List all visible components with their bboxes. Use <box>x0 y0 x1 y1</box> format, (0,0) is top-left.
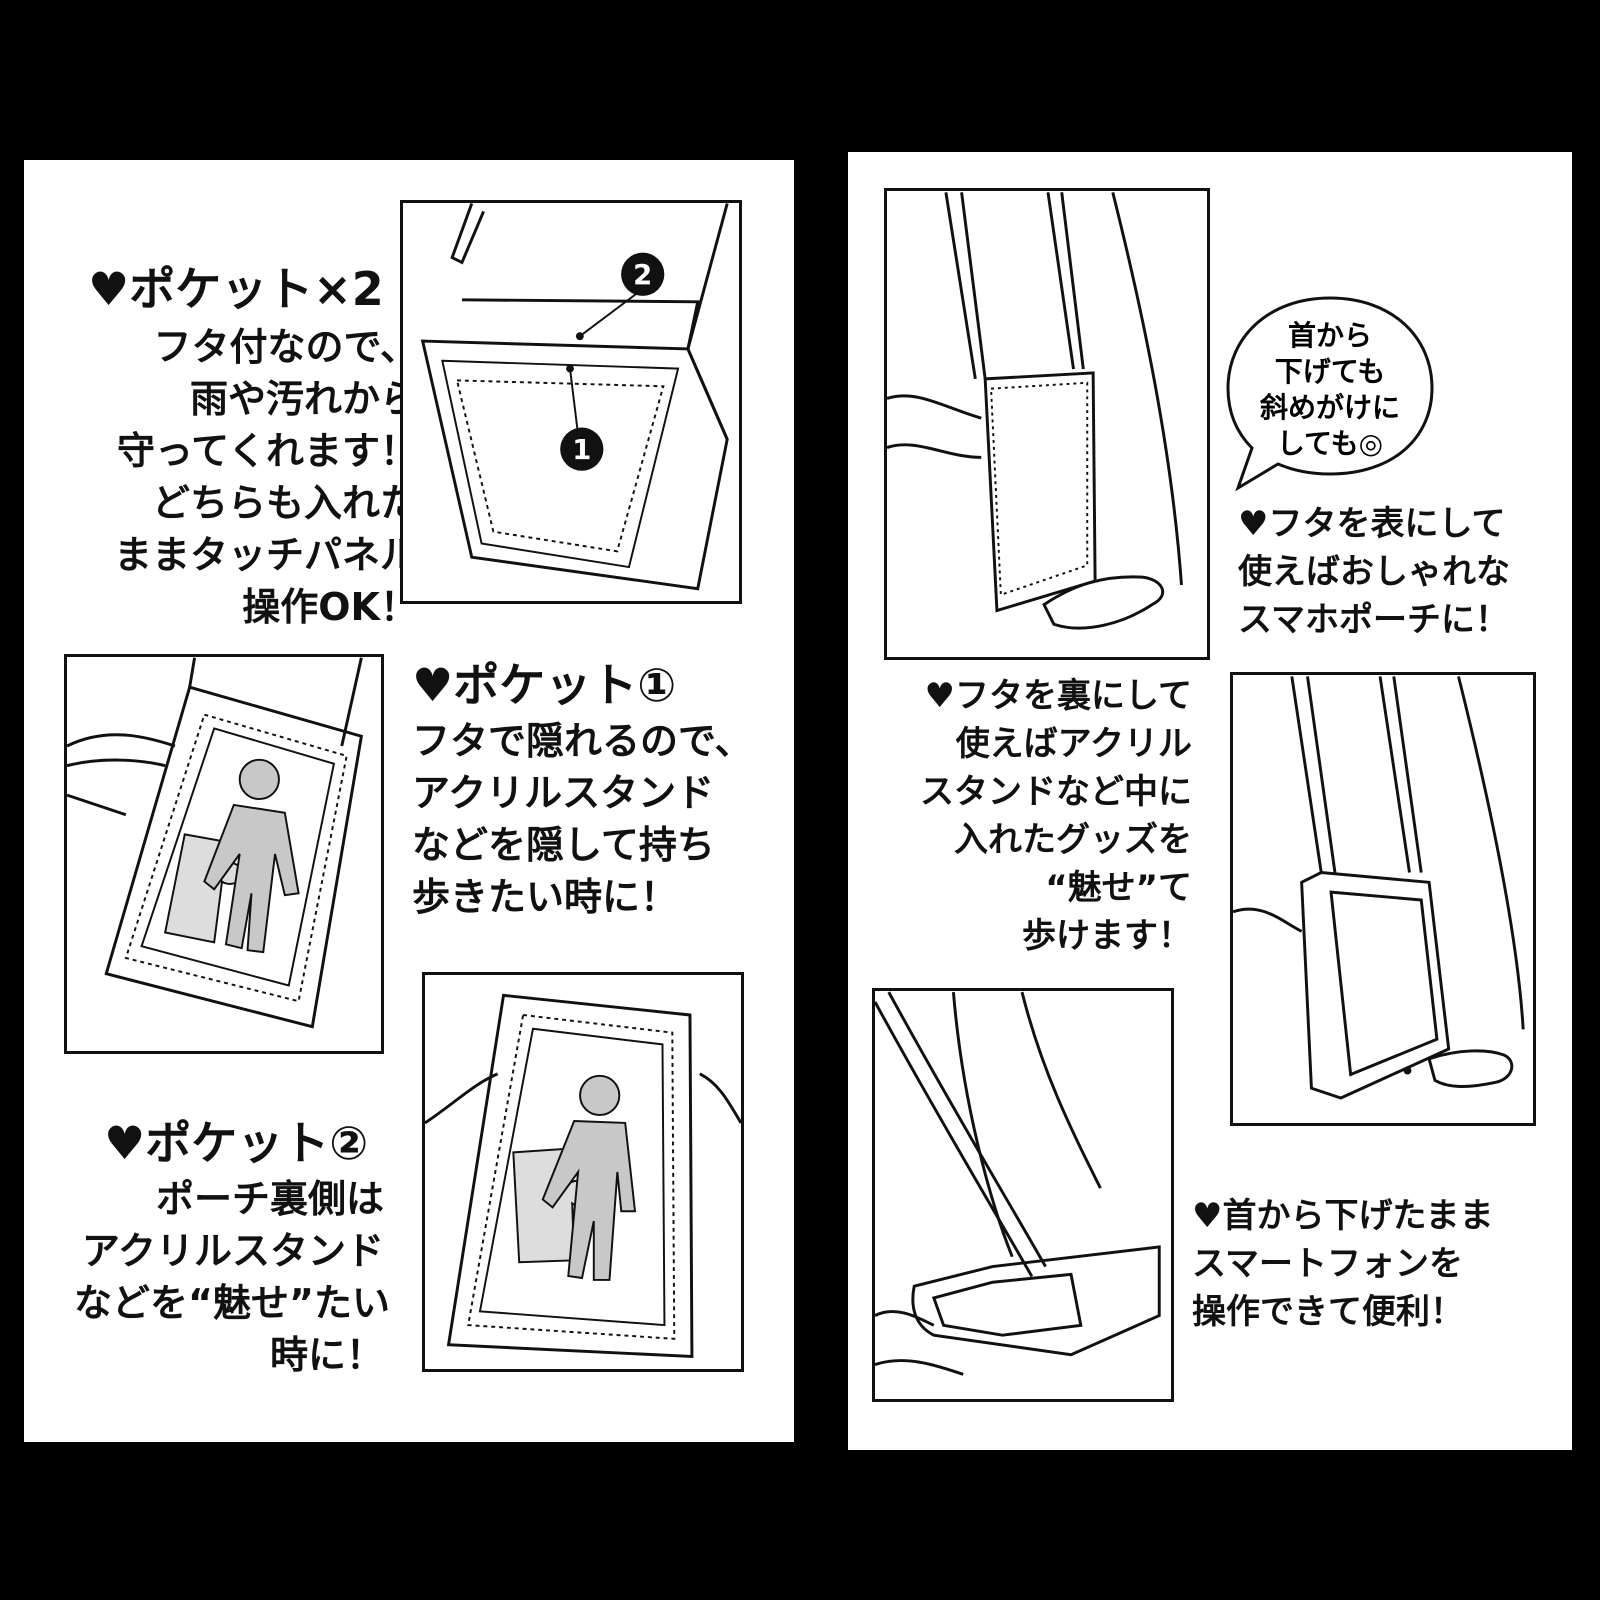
person-silhouette-icon <box>203 758 300 954</box>
flap-front-line: ♥フタを表にして <box>1238 504 1506 544</box>
pocket-1-heading: ♥ポケット① <box>412 658 677 712</box>
operate-line: ♥首から下げたまま <box>1192 1196 1494 1236</box>
bubble-line: 下げても <box>1274 355 1386 388</box>
pocket-x2-line: 雨や汚れから <box>189 376 418 421</box>
pocket-x2-text: ♥ポケット×2 フタ付なので、 雨や汚れから 守ってくれます！ どちらも入れた … <box>88 264 418 633</box>
marker-1-label: 1 <box>572 434 591 466</box>
pocket-1-illustration <box>64 654 384 1054</box>
bubble-line: 斜めがけに <box>1259 391 1400 424</box>
pocket-x2-heading: ♥ポケット×2 <box>88 262 384 316</box>
pocket-x2-line: ままタッチパネル <box>113 532 418 577</box>
pocket-2-illustration <box>422 972 744 1372</box>
marker-1-icon <box>560 427 604 471</box>
pocket-1-line: アクリルスタンド <box>412 770 715 815</box>
flap-back-line: “魅せ”て <box>1045 868 1192 908</box>
flap-front-illustration <box>884 188 1210 660</box>
pocket-1-text: ♥ポケット① フタで隠れるので、 アクリルスタンド などを隠して持ち 歩きたい時… <box>412 660 782 923</box>
pocket-2-line: 時に！ <box>269 1332 384 1377</box>
pocket-x2-line: どちらも入れた <box>151 480 418 525</box>
flap-back-illustration <box>1230 672 1536 1126</box>
flap-front-line: スマホポーチに！ <box>1238 600 1509 640</box>
bubble-line: 首から <box>1287 319 1372 352</box>
flap-front-line: 使えばおしゃれな <box>1238 552 1510 592</box>
person-silhouette-icon <box>541 1074 637 1281</box>
operating-phone-illustration <box>872 988 1174 1402</box>
pocket-x2-line: フタ付なので、 <box>153 324 418 369</box>
operate-text: ♥首から下げたまま スマートフォンを 操作できて便利！ <box>1192 1192 1552 1336</box>
flap-back-line: 入れたグッズを <box>954 820 1192 860</box>
pocket-2-line: アクリルスタンド <box>81 1228 384 1273</box>
pocket-1-line: などを隠して持ち <box>412 822 715 867</box>
marker-2-icon <box>621 252 665 296</box>
pocket-2-line: などを“魅せ”たい <box>74 1280 390 1325</box>
flap-back-text: ♥フタを裏にして 使えばアクリル スタンドなど中に 入れたグッズを “魅せ”て … <box>872 672 1192 960</box>
operate-line: 操作できて便利！ <box>1192 1292 1464 1332</box>
pouch-two-pockets-illustration: 2 1 <box>400 200 742 604</box>
flap-back-line: 歩けます！ <box>1022 916 1192 956</box>
flap-back-line: スタンドなど中に <box>920 772 1192 812</box>
pocket-2-heading: ♥ポケット② <box>104 1116 369 1170</box>
left-card: ♥ポケット×2 フタ付なので、 雨や汚れから 守ってくれます！ どちらも入れた … <box>24 160 794 1442</box>
bubble-line: しても◎ <box>1276 427 1384 460</box>
operate-line: スマートフォンを <box>1192 1244 1463 1284</box>
flap-back-line: 使えばアクリル <box>955 724 1192 764</box>
pocket-1-line: フタで隠れるので、 <box>412 718 753 763</box>
pocket-2-text: ♥ポケット② ポーチ裏側は アクリルスタンド などを“魅せ”たい 時に！ <box>74 1116 390 1381</box>
pocket-1-line: 歩きたい時に！ <box>412 874 679 919</box>
pocket-2-line: ポーチ裏側は <box>155 1176 384 1221</box>
pocket-x2-line: 操作OK！ <box>242 584 418 629</box>
flap-back-line: ♥フタを裏にして <box>924 676 1192 716</box>
flap-front-text: ♥フタを表にして 使えばおしゃれな スマホポーチに！ <box>1238 500 1558 644</box>
speech-bubble: 首から 下げても 斜めがけに しても◎ <box>1218 288 1442 496</box>
right-card: 首から 下げても 斜めがけに しても◎ ♥フタを表にして 使えばおしゃれな スマ… <box>848 152 1572 1450</box>
marker-2-label: 2 <box>633 259 652 291</box>
pocket-x2-line: 守ってくれます！ <box>117 428 418 473</box>
